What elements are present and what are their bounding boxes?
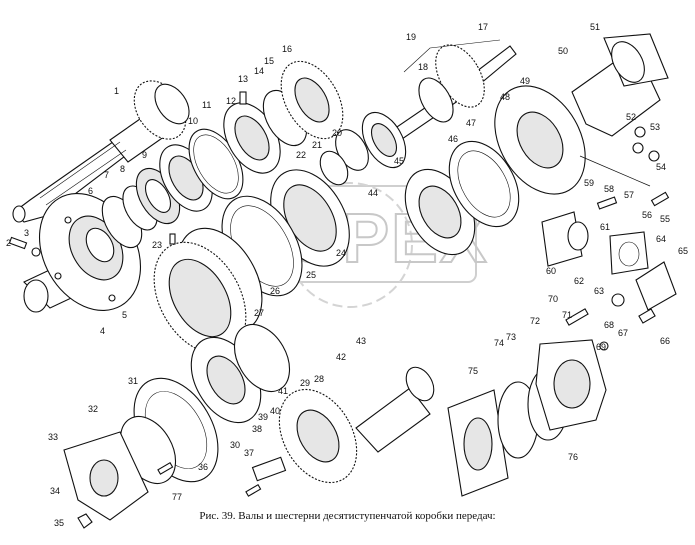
callout: 5 bbox=[122, 310, 127, 320]
callout: 70 bbox=[548, 294, 558, 304]
rear-housing bbox=[494, 33, 669, 195]
callout: 48 bbox=[500, 92, 510, 102]
callout: 21 bbox=[312, 140, 322, 150]
callout: 66 bbox=[660, 336, 670, 346]
primary-shaft bbox=[12, 80, 190, 223]
callout: 50 bbox=[558, 46, 568, 56]
callout: 3 bbox=[24, 228, 29, 238]
small-fasteners bbox=[8, 142, 670, 497]
callout: 19 bbox=[406, 32, 416, 42]
callout: 15 bbox=[264, 56, 274, 66]
callout: 36 bbox=[198, 462, 208, 472]
callout: 33 bbox=[48, 432, 58, 442]
callout: 64 bbox=[656, 234, 666, 244]
callout: 52 bbox=[626, 112, 636, 122]
intermediate-shaft bbox=[319, 39, 517, 186]
callout: 55 bbox=[660, 214, 670, 224]
callout: 18 bbox=[418, 62, 428, 72]
callout: 4 bbox=[100, 326, 105, 336]
middle-bearings bbox=[404, 140, 520, 256]
callout: 28 bbox=[314, 374, 324, 384]
end-cover-plate bbox=[63, 377, 219, 529]
callout: 71 bbox=[562, 310, 572, 320]
callout: 1 bbox=[114, 86, 119, 96]
callout: 40 bbox=[270, 406, 280, 416]
callout: 26 bbox=[270, 286, 280, 296]
callout: 75 bbox=[468, 366, 478, 376]
callout: 34 bbox=[50, 486, 60, 496]
callout: 44 bbox=[368, 188, 378, 198]
callout: 22 bbox=[296, 150, 306, 160]
callout: 7 bbox=[104, 170, 109, 180]
callout: 73 bbox=[506, 332, 516, 342]
callout: 67 bbox=[618, 328, 628, 338]
callout: 6 bbox=[88, 186, 93, 196]
callout: 42 bbox=[336, 352, 346, 362]
side-covers bbox=[541, 211, 677, 324]
callout: 74 bbox=[494, 338, 504, 348]
callout: 46 bbox=[448, 134, 458, 144]
callout: 61 bbox=[600, 222, 610, 232]
callout: 35 bbox=[54, 518, 64, 528]
callout: 65 bbox=[678, 246, 688, 256]
callout: 56 bbox=[642, 210, 652, 220]
callout: 27 bbox=[254, 308, 264, 318]
callout: 47 bbox=[466, 118, 476, 128]
callout: 41 bbox=[278, 386, 288, 396]
callout: 13 bbox=[238, 74, 248, 84]
callout: 72 bbox=[530, 316, 540, 326]
callout: 37 bbox=[244, 448, 254, 458]
callout: 9 bbox=[142, 150, 147, 160]
callout: 25 bbox=[306, 270, 316, 280]
callout: 62 bbox=[574, 276, 584, 286]
callout: 57 bbox=[624, 190, 634, 200]
callout: 31 bbox=[128, 376, 138, 386]
figure-caption: Рис. 39. Валы и шестерни десятиступенчат… bbox=[199, 510, 496, 522]
callout: 11 bbox=[202, 100, 211, 110]
callout: 17 bbox=[478, 22, 488, 32]
callout: 53 bbox=[650, 122, 660, 132]
callout: 51 bbox=[590, 22, 600, 32]
callout: 24 bbox=[336, 248, 346, 258]
callout: 58 bbox=[604, 184, 614, 194]
callout: 45 bbox=[394, 156, 404, 166]
callout: 43 bbox=[356, 336, 366, 346]
callout: 76 bbox=[568, 452, 578, 462]
callout: 23 bbox=[152, 240, 162, 250]
rings-6-11 bbox=[101, 128, 244, 249]
callout: 69 bbox=[596, 342, 606, 352]
upper-bearing-and-gear bbox=[223, 60, 344, 174]
callout: 30 bbox=[230, 440, 240, 450]
callout: 32 bbox=[88, 404, 98, 414]
callout: 49 bbox=[520, 76, 530, 86]
lower-gear-group bbox=[190, 324, 435, 484]
callout: 59 bbox=[584, 178, 594, 188]
callout: 60 bbox=[546, 266, 556, 276]
callout: 14 bbox=[254, 66, 264, 76]
callout: 77 bbox=[172, 492, 182, 502]
callout: 63 bbox=[594, 286, 604, 296]
callout: 12 bbox=[226, 96, 236, 106]
callout: 38 bbox=[252, 424, 262, 434]
callout: 2 bbox=[6, 238, 11, 248]
callout: 8 bbox=[120, 164, 125, 174]
callout: 29 bbox=[300, 378, 310, 388]
callout-labels: 1 2 3 4 5 6 7 8 9 10 11 12 13 14 15 16 1… bbox=[6, 22, 688, 528]
callout: 68 bbox=[604, 320, 614, 330]
lower-right-housing bbox=[447, 308, 609, 497]
callout: 20 bbox=[332, 128, 342, 138]
callout: 39 bbox=[258, 412, 268, 422]
callout: 10 bbox=[188, 116, 198, 126]
synchronizer-rings bbox=[153, 169, 350, 355]
callout: 16 bbox=[282, 44, 292, 54]
callout: 54 bbox=[656, 162, 666, 172]
